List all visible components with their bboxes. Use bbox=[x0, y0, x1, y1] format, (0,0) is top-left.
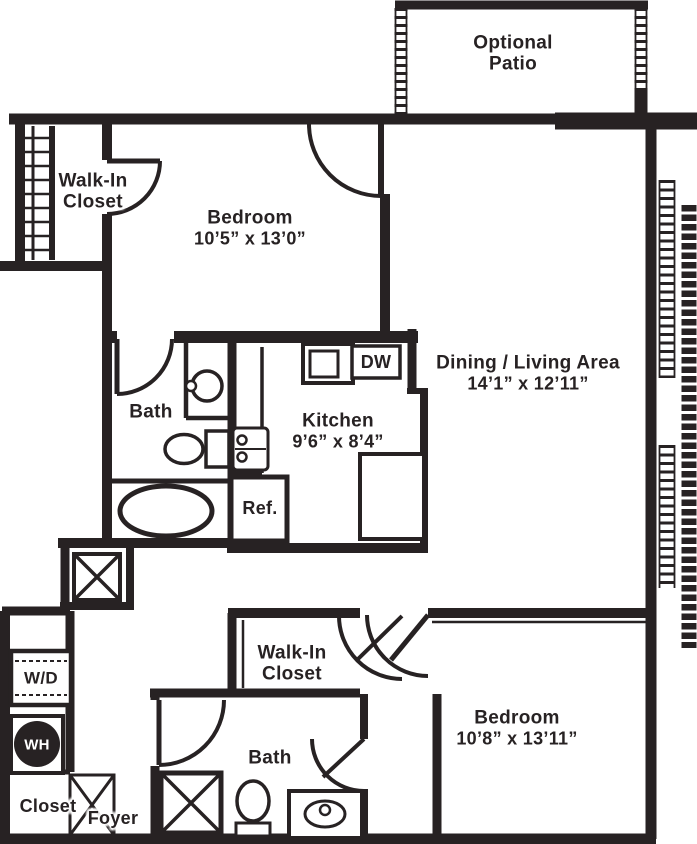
bedroom-upper-label: Bedroom 10’5” x 13’0” bbox=[194, 207, 306, 248]
dishwasher-text: DW bbox=[360, 351, 392, 372]
kitchen-peninsula bbox=[358, 452, 426, 541]
washer-dryer-text: W/D bbox=[24, 668, 58, 688]
patio-label-line2: Patio bbox=[489, 54, 537, 75]
bedroom-upper-name: Bedroom bbox=[207, 207, 293, 229]
closet-bifold-door bbox=[68, 773, 116, 837]
closet-label: Closet bbox=[20, 796, 77, 816]
sink-faucet-icon bbox=[184, 379, 198, 393]
kitchen-name: Kitchen bbox=[302, 410, 374, 432]
bath-lower-label: Bath bbox=[248, 747, 291, 768]
kitchen-label: Kitchen 9’6” x 8’4” bbox=[292, 410, 383, 451]
hall-closet-x bbox=[72, 552, 122, 602]
water-heater-text: WH bbox=[24, 736, 50, 754]
closet-text: Closet bbox=[19, 795, 77, 816]
utility-fixtures bbox=[8, 648, 116, 837]
vanity-icon bbox=[287, 789, 364, 840]
walkin-closet-upper-label: Walk-In Closet bbox=[59, 171, 128, 214]
dishwasher-label: DW bbox=[361, 352, 392, 372]
water-heater-icon bbox=[14, 721, 60, 767]
bedroom-lower-dims: 10’8” x 13’11” bbox=[456, 728, 578, 749]
refrigerator-text: Ref. bbox=[242, 497, 278, 518]
faucet-knob-icon bbox=[236, 434, 248, 446]
foyer-label: Foyer bbox=[88, 808, 139, 828]
bedroom-upper-dims: 10’5” x 13’0” bbox=[194, 228, 306, 249]
stove-burner-icon bbox=[308, 349, 340, 379]
dishwasher-box bbox=[350, 344, 402, 380]
refrigerator-label: Ref. bbox=[242, 498, 277, 518]
closet-shelving bbox=[24, 126, 55, 260]
sink-faucet-icon bbox=[318, 803, 332, 817]
patio-label-line1: Optional bbox=[473, 32, 553, 54]
walkin-closet-upper-line1: Walk-In bbox=[58, 170, 128, 192]
bath-lower-fixtures bbox=[158, 770, 364, 840]
bathtub-icon bbox=[117, 483, 215, 539]
toilet-tank-icon bbox=[234, 821, 272, 838]
toilet-tank-icon bbox=[204, 429, 231, 469]
kitchen-fixtures bbox=[228, 342, 426, 544]
bedroom-lower-label: Bedroom 10’8” x 13’11” bbox=[456, 707, 577, 748]
dining-living-label: Dining / Living Area 14’1” x 12’11” bbox=[436, 352, 620, 393]
bath-upper-name: Bath bbox=[129, 401, 173, 423]
walkin-closet-lower-line1: Walk-In bbox=[257, 642, 327, 664]
bath-upper-label: Bath bbox=[129, 401, 172, 422]
water-heater-label: WH bbox=[24, 737, 50, 754]
walls bbox=[0, 112, 697, 844]
foyer-text: Foyer bbox=[87, 807, 139, 828]
windows bbox=[658, 180, 697, 648]
dining-living-dims: 14’1” x 12’11” bbox=[467, 373, 589, 394]
patio-label: Optional Patio bbox=[473, 33, 552, 76]
refrigerator-box bbox=[228, 474, 290, 544]
bedroom-lower-name: Bedroom bbox=[474, 707, 560, 729]
walkin-closet-lower-line2: Closet bbox=[262, 664, 322, 685]
toilet-icon bbox=[235, 779, 271, 823]
faucet-knob-icon bbox=[236, 451, 248, 463]
walkin-closet-lower-label: Walk-In Closet bbox=[258, 643, 327, 686]
bath-lower-name: Bath bbox=[248, 747, 292, 769]
patio-railing bbox=[394, 0, 648, 120]
washer-dryer-label: W/D bbox=[24, 668, 58, 687]
toilet-icon bbox=[163, 432, 205, 466]
sink-nook-wall bbox=[183, 338, 230, 421]
bath-upper-fixtures bbox=[110, 338, 231, 539]
walkin-closet-upper-line2: Closet bbox=[63, 192, 123, 213]
kitchen-dims: 9’6” x 8’4” bbox=[292, 431, 384, 452]
dining-living-name: Dining / Living Area bbox=[436, 352, 620, 374]
